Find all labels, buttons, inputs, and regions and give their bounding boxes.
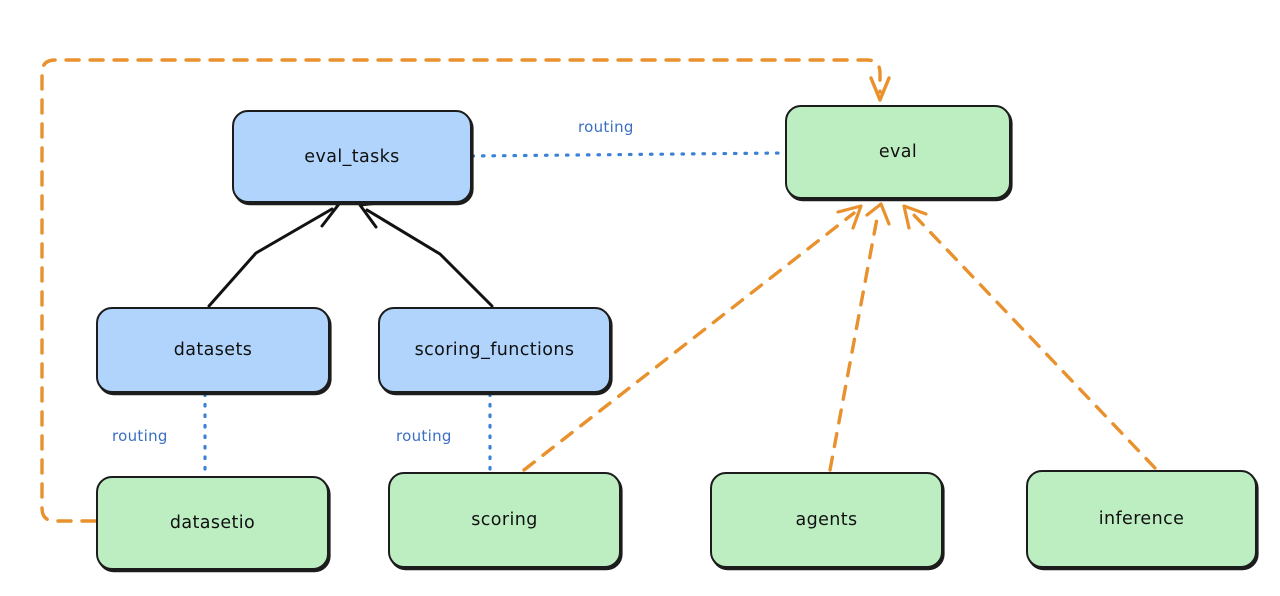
node-label: datasets (173, 340, 253, 360)
edge-label-routing-datasets-datasetio: routing (112, 427, 168, 445)
node-inference[interactable]: inference (1026, 470, 1257, 568)
edge-inference-eval (902, 204, 1157, 470)
node-label: scoring_functions (414, 340, 575, 360)
edge-scoring_functions-eval_tasks (358, 200, 494, 308)
edge-label-routing-scoring-functions-scoring: routing (396, 427, 452, 445)
node-agents[interactable]: agents (710, 472, 943, 568)
edge-datasets-eval_tasks (207, 199, 341, 308)
node-label: agents (795, 510, 858, 530)
node-datasets[interactable]: datasets (96, 307, 330, 393)
node-scoring[interactable]: scoring (388, 472, 621, 568)
node-label: inference (1098, 509, 1185, 529)
edge-eval_tasks-eval (470, 151, 786, 158)
node-label: scoring (471, 510, 538, 530)
node-datasetio[interactable]: datasetio (96, 476, 329, 570)
node-label: eval_tasks (304, 146, 400, 167)
node-eval[interactable]: eval (785, 105, 1011, 199)
node-scoring-functions[interactable]: scoring_functions (378, 307, 611, 393)
node-label: datasetio (169, 513, 256, 533)
edge-label-routing-eval-tasks-eval: routing (578, 118, 634, 136)
node-eval-tasks[interactable]: eval_tasks (232, 110, 472, 203)
node-label: eval (878, 142, 918, 162)
edge-agents-eval (828, 202, 891, 472)
